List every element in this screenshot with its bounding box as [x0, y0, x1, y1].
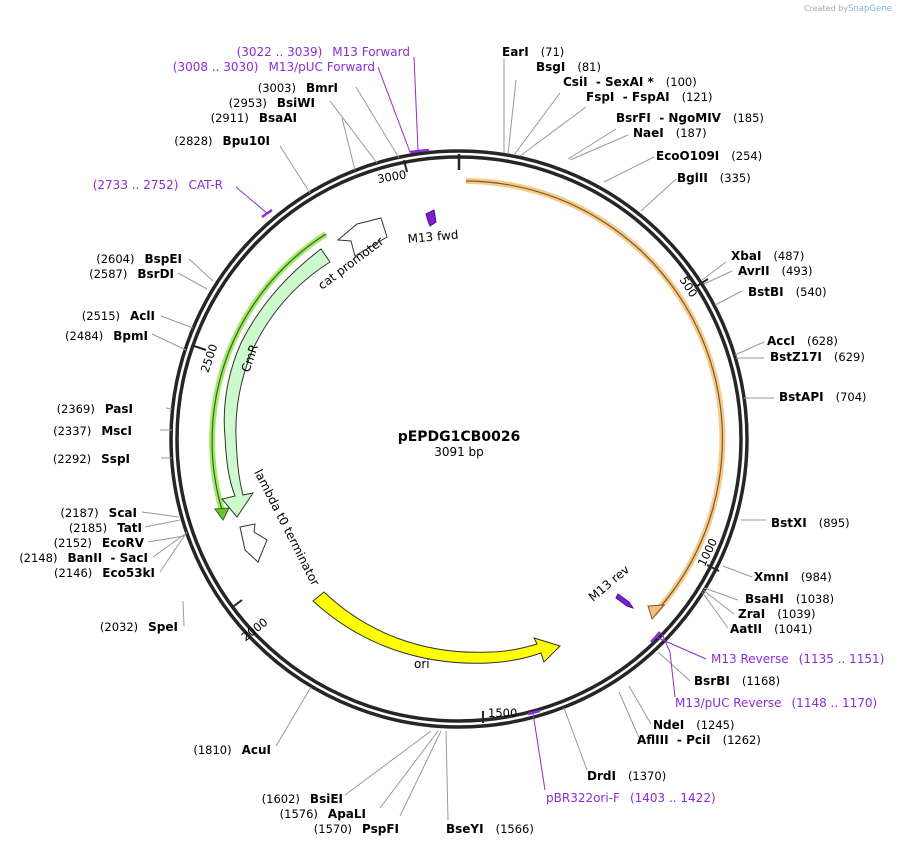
- watermark-created-by: Created by: [804, 4, 848, 13]
- ori-label: ori: [414, 657, 430, 671]
- primer-label-cat-r: (2733 .. 2752)CAT-R: [93, 178, 223, 192]
- enzyme-label-bsiei: (1602)BsiEI: [262, 792, 343, 806]
- svg-text:3000: 3000: [376, 167, 407, 186]
- primer-arc-m13-forward: [409, 148, 430, 154]
- enzyme-label-ecoo109i: EcoO109I(254): [656, 149, 762, 163]
- plasmid-name: pEPDG1CB0026: [398, 429, 521, 445]
- primer-arc-m13-reverse: [650, 631, 661, 643]
- enzyme-label-sspi: (2292)SspI: [53, 452, 130, 466]
- enzyme-label-bspei: (2604)BspEI: [96, 252, 182, 266]
- enzyme-label-bsrfi: BsrFI - NgoMIV(185): [616, 111, 764, 125]
- enzyme-label-acui: (1810)AcuI: [193, 743, 271, 757]
- enzyme-label-bglii: BglII(335): [677, 171, 751, 185]
- primer-label-m13-puc-reverse: M13/pUC Reverse(1148 .. 1170): [675, 696, 877, 710]
- m13-fwd-label: M13 fwd: [407, 228, 459, 246]
- enzyme-label-eco53ki: (2146)Eco53kI: [54, 566, 155, 580]
- tick-3000: 3000: [376, 159, 408, 186]
- enzyme-label-banii: (2148)BanII - SacI: [19, 551, 148, 565]
- enzyme-label-bsgi: BsgI(81): [536, 60, 601, 74]
- primer-arc-pbr322ori-f: [527, 709, 541, 716]
- green-feature-arrowhead: [214, 507, 230, 521]
- enzyme-label-naei: NaeI(187): [633, 126, 707, 140]
- enzyme-label-spei: (2032)SpeI: [100, 620, 178, 634]
- enzyme-label-apali: (1576)ApaLI: [280, 807, 366, 821]
- enzyme-label-pspfi: (1570)PspFI: [314, 822, 399, 836]
- tick-2500: 2500: [193, 342, 221, 374]
- plasmid-size: 3091 bp: [434, 445, 484, 459]
- enzyme-label-bsrdi: (2587)BsrDI: [89, 267, 174, 281]
- enzyme-label-drdi: DrdI(1370): [587, 769, 666, 783]
- ori-feature: [312, 591, 561, 664]
- svg-text:2500: 2500: [198, 342, 221, 374]
- enzyme-label-bpu10i: (2828)Bpu10I: [174, 134, 270, 148]
- enzyme-label-tati: (2185)TatI: [69, 521, 142, 535]
- enzyme-label-msci: (2337)MscI: [53, 424, 132, 438]
- enzyme-label-zrai: ZraI(1039): [738, 607, 815, 621]
- enzyme-label-bstxi: BstXI(895): [771, 516, 850, 530]
- primer-leader-lines: [235, 56, 707, 791]
- enzyme-label-eari: EarI(71): [502, 45, 564, 59]
- enzyme-label-bstz17i: BstZ17I(629): [770, 350, 865, 364]
- enzyme-label-bsahi: BsaHI(1038): [745, 592, 834, 606]
- enzyme-label-afliii: AflIII - PciI(1262): [637, 733, 761, 747]
- m13-rev-marker: [615, 593, 635, 609]
- watermark-snapgene-logo: SnapGene: [848, 4, 892, 14]
- primer-label-m13-reverse: M13 Reverse(1135 .. 1151): [711, 652, 884, 666]
- enzyme-label-acli: (2515)AclI: [82, 309, 155, 323]
- orange-feature-arrowhead: [647, 604, 666, 621]
- cat-promoter-feature: [336, 217, 388, 257]
- enzyme-label-bstapi: BstAPI(704): [779, 390, 867, 404]
- m13-fwd-marker: [425, 209, 437, 227]
- enzyme-label-ecorv: (2152)EcoRV: [54, 536, 145, 550]
- enzyme-label-xbai: XbaI(487): [731, 249, 804, 263]
- enzyme-label-avrii: AvrII(493): [738, 264, 812, 278]
- enzyme-label-acci: AccI(628): [767, 334, 838, 348]
- enzyme-label-bstbi: BstBI(540): [748, 285, 827, 299]
- enzyme-label-fspi: FspI - FspAI(121): [586, 90, 713, 104]
- lambda-t0-terminator-label: lambda t0 terminator: [251, 467, 322, 588]
- primer-label-pbr322ori-f: pBR322ori-F(1403 .. 1422): [546, 791, 716, 805]
- lambda-t0-terminator-feature: [239, 523, 268, 563]
- enzyme-leader-lines: [141, 58, 774, 821]
- enzyme-label-ndei: NdeI(1245): [653, 718, 735, 732]
- backbone-outer-circle: [169, 149, 749, 729]
- enzyme-label-bsrbi: BsrBI(1168): [694, 674, 780, 688]
- enzyme-label-bsiwi: (2953)BsiWI: [229, 96, 315, 110]
- m13-rev-label: M13 rev: [586, 562, 632, 604]
- enzyme-label-scai: (2187)ScaI: [60, 506, 137, 520]
- enzyme-label-pasi: (2369)PasI: [57, 402, 133, 416]
- enzyme-label-bmri: (3003)BmrI: [258, 81, 338, 95]
- cmr-feature: [221, 248, 331, 518]
- svg-text:1500: 1500: [488, 706, 517, 720]
- enzyme-label-bpmi: (2484)BpmI: [65, 329, 148, 343]
- tick-1500: 1500: [482, 706, 517, 723]
- enzyme-label-bseyi: BseYI(1566): [446, 822, 534, 836]
- tick-2000: 2000: [233, 599, 270, 644]
- green-feature-outline: [211, 233, 327, 511]
- orange-feature-arc: [465, 178, 726, 617]
- primer-label-m13-forward: (3022 .. 3039)M13 Forward: [237, 45, 410, 59]
- enzyme-label-aatii: AatII(1041): [730, 622, 812, 636]
- orange-feature-outline: [465, 180, 723, 615]
- enzyme-label-csii: CsiI - SexAI *(100): [563, 75, 697, 89]
- enzyme-label-bsaai: (2911)BsaAI: [211, 111, 297, 125]
- primer-label-m13-puc-forward: (3008 .. 3030)M13/pUC Forward: [173, 60, 375, 74]
- enzyme-label-xmni: XmnI(984): [754, 570, 832, 584]
